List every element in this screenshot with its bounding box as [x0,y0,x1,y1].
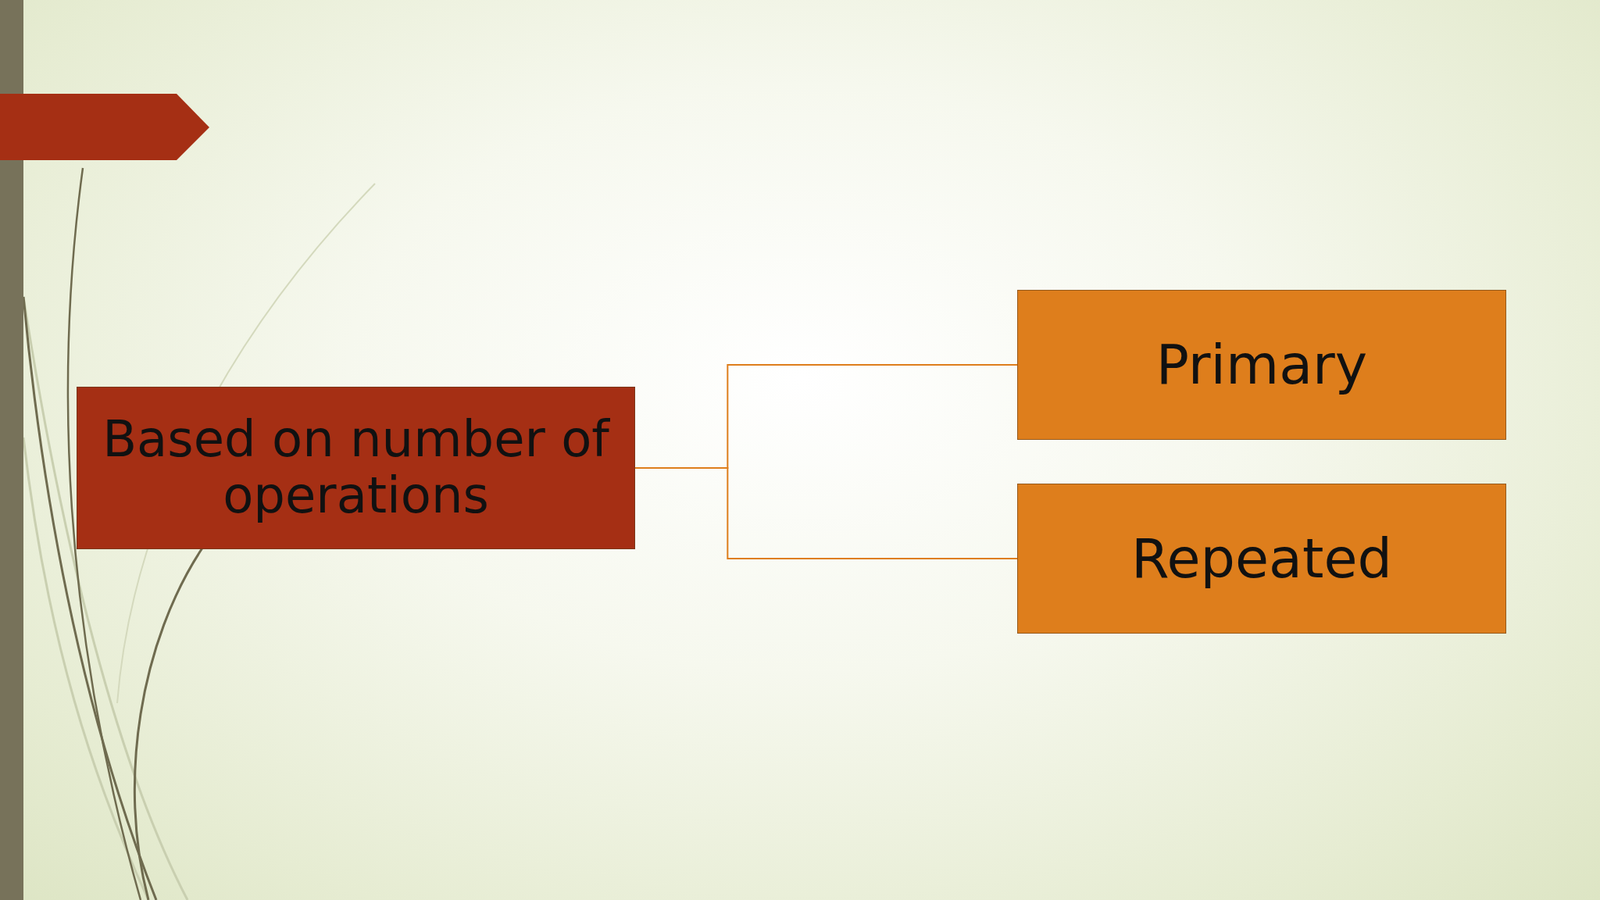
connector-line [635,364,1018,468]
type-box: Repeated [1017,483,1507,634]
type-box: Primary [1017,289,1507,440]
node-label: Primary [1156,334,1368,396]
category-box: Based on number of operations [76,386,636,550]
node-label: Based on number of operations [100,411,611,524]
node-label: Repeated [1131,528,1393,590]
title-tab [0,93,210,161]
connector-line [635,467,1018,559]
